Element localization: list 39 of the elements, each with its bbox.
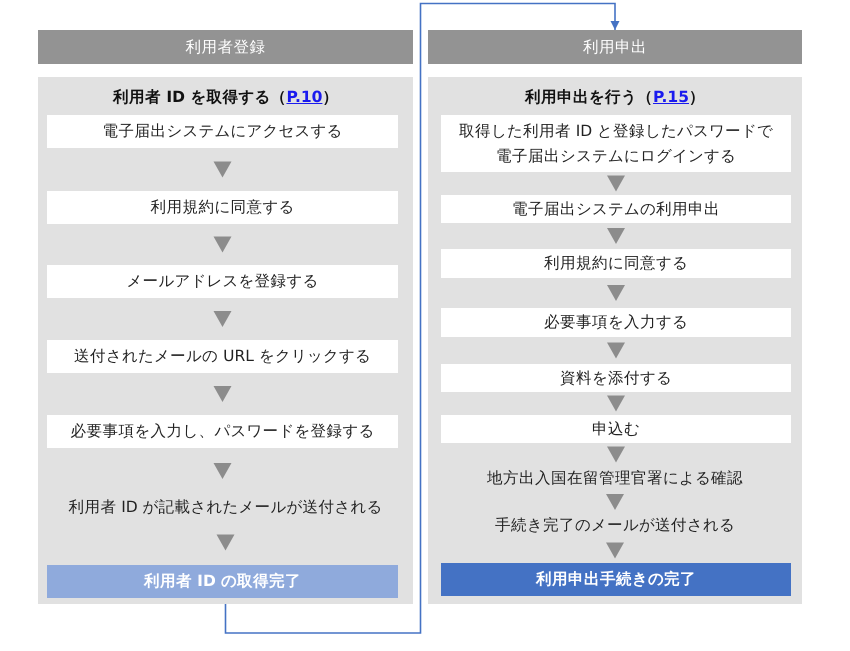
step-box: 取得した利用者 ID と登録したパスワードで電子届出システムにログインする xyxy=(441,115,791,172)
completion-box: 利用申出手続きの完了 xyxy=(441,563,791,596)
step-box: 必要事項を入力する xyxy=(441,308,791,337)
process-panel xyxy=(428,77,802,604)
step-box: メールアドレスを登録する xyxy=(47,265,398,298)
step-box: 利用規約に同意する xyxy=(47,191,398,224)
step-text: 手続き完了のメールが送付される xyxy=(493,513,737,538)
step-box: 申込む xyxy=(441,415,791,443)
process-panel xyxy=(38,77,413,604)
page-link: P.15 xyxy=(653,88,689,106)
flow-arrow xyxy=(216,534,234,550)
flow-arrow xyxy=(606,542,624,558)
flow-arrow xyxy=(607,176,625,192)
connector-arrow xyxy=(224,2,620,634)
section-header: 利用者登録 xyxy=(38,30,413,64)
flow-arrow xyxy=(606,494,624,510)
flow-arrow xyxy=(214,162,232,178)
flow-arrow xyxy=(214,311,232,327)
panel-heading: 利用者 ID を取得する（P.10） xyxy=(113,87,338,108)
flow-arrow xyxy=(607,342,625,358)
flow-arrow xyxy=(607,396,625,412)
flow-arrow xyxy=(607,446,625,462)
step-box: 必要事項を入力し、パスワードを登録する xyxy=(47,415,398,448)
step-box: 送付されたメールの URL をクリックする xyxy=(47,340,398,373)
panel-heading: 利用申出を行う（P.15） xyxy=(525,87,705,108)
page-link: P.10 xyxy=(286,88,322,106)
step-box: 電子届出システムの利用申出 xyxy=(441,195,791,223)
flow-arrow xyxy=(214,463,232,479)
flow-arrow xyxy=(214,386,232,402)
step-text: 利用者 ID が記載されたメールが送付される xyxy=(66,494,385,520)
step-text: 地方出入国在留管理官署による確認 xyxy=(485,466,745,491)
step-box: 利用規約に同意する xyxy=(441,249,791,278)
section-header: 利用申出 xyxy=(428,30,802,64)
completion-box: 利用者 ID の取得完了 xyxy=(47,565,398,598)
step-box: 資料を添付する xyxy=(441,364,791,392)
flow-arrow xyxy=(607,285,625,301)
flow-arrow xyxy=(607,228,625,244)
flow-arrow xyxy=(214,236,232,252)
step-box: 電子届出システムにアクセスする xyxy=(47,115,398,148)
